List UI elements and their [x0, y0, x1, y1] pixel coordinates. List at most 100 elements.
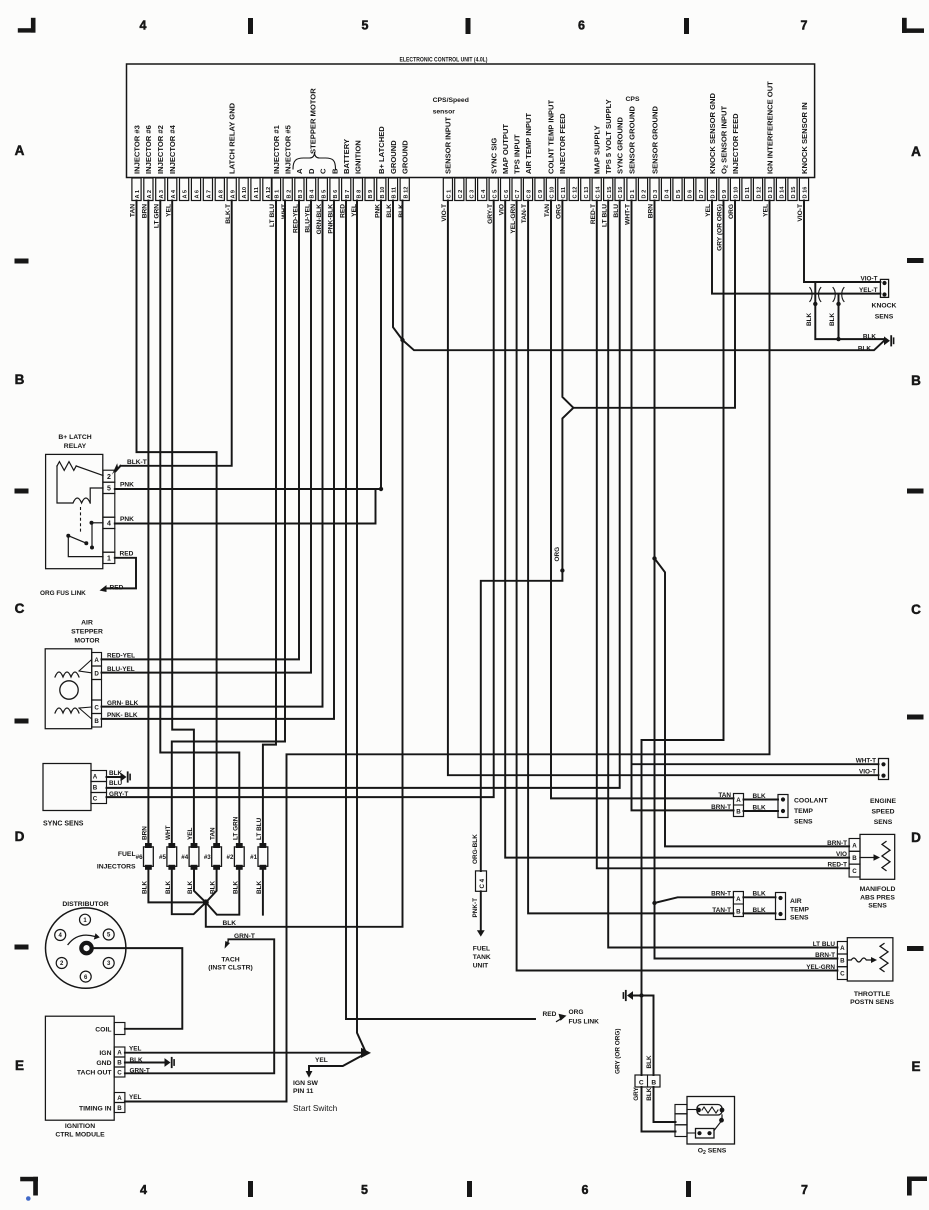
svg-text:5: 5 [107, 933, 111, 939]
svg-text:C 15: C 15 [607, 187, 613, 199]
svg-text:TPS 5 VOLT SUPPLY: TPS 5 VOLT SUPPLY [604, 99, 613, 174]
svg-text:B 2: B 2 [286, 190, 292, 199]
svg-text:2: 2 [107, 474, 111, 481]
svg-text:D: D [15, 829, 25, 844]
svg-text:DISTRIBUTOR: DISTRIBUTOR [62, 901, 108, 908]
svg-text:SENSOR INPUT: SENSOR INPUT [444, 117, 453, 174]
svg-text:C 6: C 6 [504, 190, 510, 199]
svg-text:BLK: BLK [141, 880, 148, 894]
svg-text:RED: RED [543, 1011, 557, 1018]
svg-text:B: B [852, 855, 857, 862]
svg-text:BLK: BLK [210, 880, 217, 894]
svg-text:BLK: BLK [187, 880, 194, 894]
svg-text:4: 4 [140, 1183, 147, 1197]
svg-text:FUS LINK: FUS LINK [569, 1018, 600, 1025]
svg-text:4: 4 [107, 521, 111, 528]
svg-text:PIN 11: PIN 11 [293, 1088, 314, 1095]
svg-text:RED-YEL: RED-YEL [107, 653, 135, 660]
svg-text:BLK: BLK [863, 333, 877, 340]
svg-text:MAP SUPPLY: MAP SUPPLY [593, 125, 602, 174]
svg-text:D 13: D 13 [768, 187, 774, 199]
svg-text:2: 2 [60, 961, 64, 967]
svg-text:C: C [840, 971, 845, 978]
svg-text:A: A [911, 144, 921, 159]
svg-text:GRY-T: GRY-T [109, 791, 128, 798]
svg-text:ORG: ORG [554, 547, 561, 562]
svg-text:PNK-T: PNK-T [472, 898, 479, 918]
svg-text:KNOCK SENSOR IN: KNOCK SENSOR IN [800, 102, 809, 174]
svg-text:B 4: B 4 [310, 189, 316, 199]
svg-text:RED-T: RED-T [827, 862, 847, 869]
svg-text:A: A [295, 168, 304, 174]
svg-text:SENS: SENS [794, 819, 813, 826]
svg-text:B 5: B 5 [321, 190, 327, 199]
svg-text:BLU-YEL: BLU-YEL [107, 666, 135, 673]
svg-text:TAN: TAN [210, 827, 217, 840]
svg-text:TAN: TAN [544, 204, 551, 217]
svg-text:C 2: C 2 [458, 190, 464, 199]
svg-text:SYNC GROUND: SYNC GROUND [615, 117, 624, 174]
svg-text:D 11: D 11 [745, 187, 751, 199]
svg-text:WHT: WHT [165, 825, 172, 840]
svg-text:VIO-T: VIO-T [797, 204, 804, 222]
svg-text:C 12: C 12 [572, 187, 578, 199]
svg-text:A 8: A 8 [218, 190, 224, 199]
svg-text:Start Switch: Start Switch [293, 1103, 338, 1113]
svg-text:IGNITION: IGNITION [65, 1123, 95, 1130]
svg-text:D 5: D 5 [676, 190, 682, 199]
svg-text:BRN-T: BRN-T [815, 952, 835, 959]
svg-text:C: C [319, 168, 328, 174]
svg-text:LT BLU: LT BLU [601, 204, 608, 227]
svg-text:SPEED: SPEED [871, 809, 894, 816]
svg-text:BLK: BLK [858, 346, 872, 353]
svg-text:B 1: B 1 [275, 190, 281, 199]
svg-text:FUEL: FUEL [473, 946, 490, 953]
svg-text:CPS: CPS [626, 96, 640, 103]
svg-text:B: B [330, 168, 339, 174]
svg-text:A 4: A 4 [171, 189, 177, 198]
svg-text:GRN-T: GRN-T [234, 933, 255, 940]
svg-text:IGNITION: IGNITION [354, 140, 363, 174]
svg-text:#1: #1 [250, 854, 257, 861]
svg-text:C 4: C 4 [479, 878, 486, 888]
svg-text:YEL: YEL [129, 1046, 142, 1053]
svg-text:B 3: B 3 [298, 190, 304, 199]
svg-text:ORG-BLK: ORG-BLK [472, 834, 479, 864]
svg-text:#5: #5 [159, 854, 166, 861]
svg-text:KNOCK SENSOR GND: KNOCK SENSOR GND [708, 92, 717, 174]
svg-text:B 6: B 6 [333, 190, 339, 199]
svg-text:6: 6 [578, 19, 585, 33]
svg-text:C: C [117, 1069, 122, 1076]
svg-text:VIO-T: VIO-T [860, 276, 877, 283]
svg-text:LT BLU: LT BLU [813, 941, 836, 948]
svg-text:WHT-T: WHT-T [856, 758, 876, 765]
svg-text:INJECTOR FEED: INJECTOR FEED [731, 113, 740, 174]
svg-text:TIMING IN: TIMING IN [79, 1105, 112, 1112]
svg-text:AIR: AIR [790, 898, 802, 905]
svg-text:RED-T: RED-T [590, 204, 597, 224]
svg-text:TEMP: TEMP [794, 808, 813, 815]
svg-text:B 10: B 10 [380, 187, 386, 199]
svg-text:A 6: A 6 [195, 190, 201, 199]
svg-text:A: A [840, 945, 845, 952]
svg-text:YEL: YEL [705, 204, 712, 217]
svg-text:VIO-T: VIO-T [441, 204, 448, 222]
svg-text:BLK: BLK [753, 793, 767, 800]
svg-text:A 12: A 12 [266, 187, 272, 199]
svg-text:A 5: A 5 [183, 190, 189, 199]
svg-text:GRN-BLK: GRN-BLK [316, 204, 323, 235]
svg-text:A: A [93, 773, 98, 780]
svg-text:A: A [15, 143, 25, 158]
svg-text:BLU: BLU [109, 780, 123, 787]
svg-text:GRN-T: GRN-T [130, 1067, 150, 1074]
svg-text:C 14: C 14 [595, 186, 601, 199]
svg-text:BLU: BLU [613, 204, 620, 218]
svg-text:GRY: GRY [633, 1086, 640, 1100]
svg-text:CPS/Speed: CPS/Speed [433, 97, 469, 104]
svg-text:BLK: BLK [256, 880, 263, 894]
svg-text:RED-YEL: RED-YEL [293, 204, 300, 233]
svg-text:INJECTOR #3: INJECTOR #3 [132, 125, 141, 174]
svg-text:A: A [736, 896, 741, 903]
svg-text:LT BLU: LT BLU [269, 204, 276, 227]
svg-text:B+ LATCHED: B+ LATCHED [377, 126, 386, 174]
